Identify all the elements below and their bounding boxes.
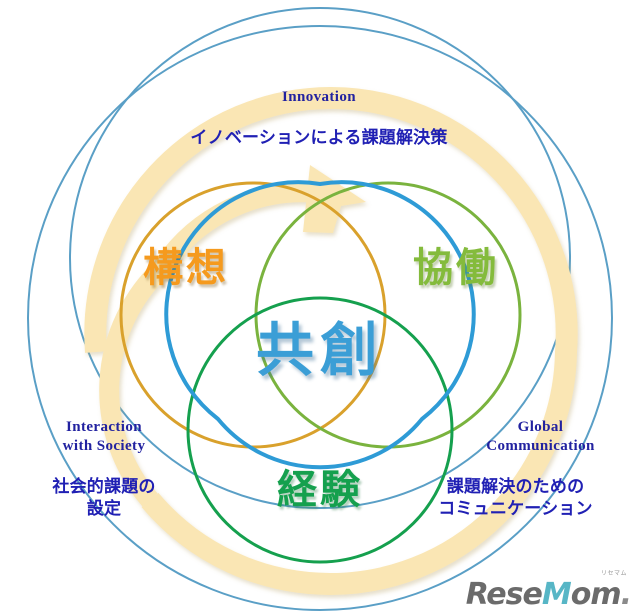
spiral-arrow-group (84, 86, 578, 596)
venn-circle-kyoudou[interactable] (254, 181, 522, 449)
venn-circle-keiken[interactable] (186, 296, 454, 564)
spiral-arrow-outer-band (84, 86, 578, 596)
center-lens-outline[interactable] (164, 180, 476, 470)
spiral-arrow-head (303, 165, 366, 233)
outer-circle-lower (27, 25, 613, 611)
spiral-arrow-inner-band (99, 182, 319, 507)
outer-circle-upper (69, 7, 571, 509)
outer-circles-group (27, 7, 613, 611)
